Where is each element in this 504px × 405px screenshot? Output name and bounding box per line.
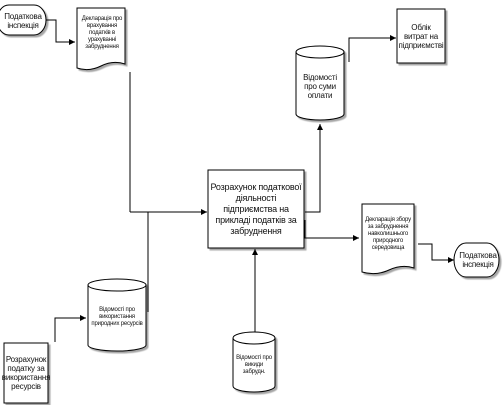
connector-calculation-to-data-sums <box>305 124 323 213</box>
declaration-top-label: Декларація про врахування податків в ура… <box>81 15 123 50</box>
document-declaration-top <box>76 7 126 71</box>
connector-calculation-to-declaration-right <box>304 220 359 241</box>
calculation-label: Розрахунок податкової діяльності підприє… <box>210 181 302 236</box>
data-sums-label: Відомості про суми оплати <box>303 72 337 100</box>
emission-data-label: Відомості про викиди забрудн. <box>236 354 272 375</box>
resource-tax-calc-label: Розрахунок податку за використання ресур… <box>1 355 51 391</box>
cylinder-emission-data <box>232 331 276 393</box>
cylinder-data-sums <box>295 45 345 121</box>
connector-declaration-to-tax-inspection <box>418 243 454 263</box>
process-resource-tax-calc <box>3 342 49 404</box>
resource-data-label: Відомості про використання природних рес… <box>91 306 143 327</box>
connectors <box>44 19 454 342</box>
connector-tax-to-declaration <box>44 19 75 45</box>
terminator-tax-inspection-top <box>0 4 47 36</box>
tax-inspection-top-label: Податкова інспекція <box>4 12 42 30</box>
process-calculation <box>207 169 305 249</box>
document-declaration-right <box>361 203 415 275</box>
cylinder-resource-data <box>87 278 147 352</box>
connector-data-sums-to-accounting <box>348 35 396 62</box>
terminator-tax-inspection-right <box>453 242 500 278</box>
declaration-right-label: Декларація збору за забруднення навколиш… <box>365 216 411 251</box>
tax-inspection-right-label: Податкова інспекція <box>459 251 497 269</box>
accounting-dept-label: Облік витрат на підприємстві <box>398 22 444 50</box>
process-accounting-dept <box>396 8 446 64</box>
connector-resource-calc-to-data <box>54 315 86 342</box>
